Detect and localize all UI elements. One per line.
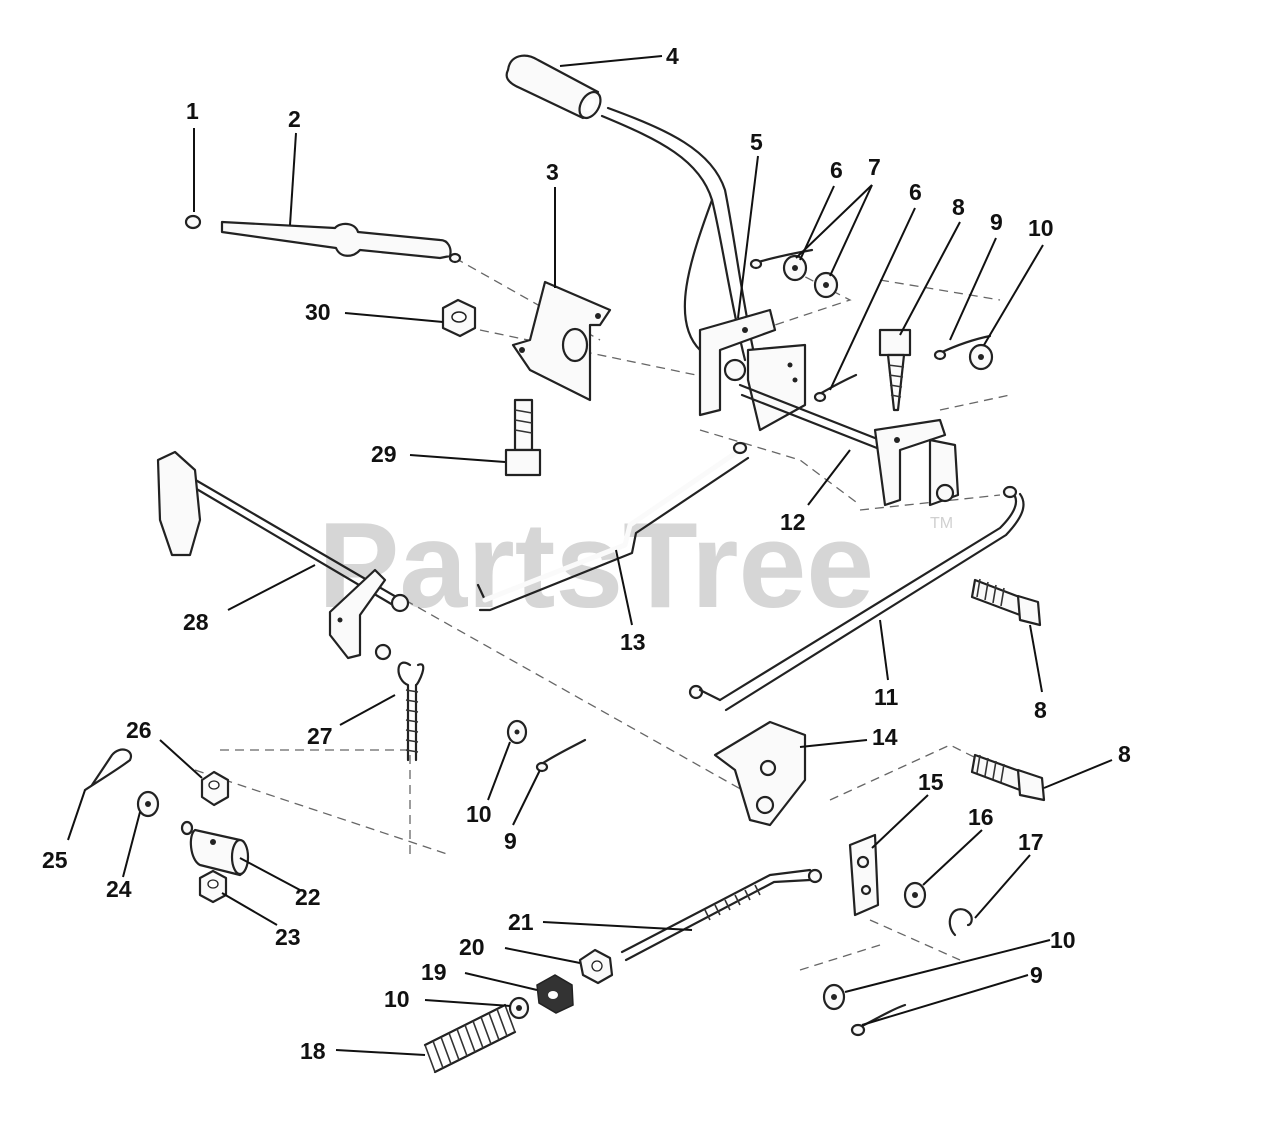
callout-14: 14	[872, 724, 898, 750]
callout-7: 7	[868, 154, 881, 180]
callout-8c: 8	[1118, 741, 1131, 767]
callout-4: 4	[666, 43, 679, 69]
callout-11: 11	[874, 684, 899, 710]
nut-19	[536, 974, 574, 1014]
retaining-clip	[948, 908, 973, 937]
lift-handle	[600, 106, 757, 362]
threaded-rod	[620, 868, 823, 962]
callout-10d: 10	[1050, 927, 1076, 953]
lift-shaft-assembly	[698, 308, 960, 507]
callout-27: 27	[307, 723, 333, 749]
link-rod	[220, 220, 462, 264]
compression-spring	[423, 1003, 517, 1074]
callout-12: 12	[780, 509, 806, 535]
washers-top	[749, 248, 994, 403]
eye-bolt	[374, 643, 425, 762]
callout-10b: 10	[466, 801, 492, 827]
hex-bolt-mid	[970, 578, 1042, 627]
callout-26: 26	[126, 717, 152, 743]
watermark-trademark: TM	[930, 515, 953, 532]
callout-18: 18	[300, 1038, 326, 1064]
callout-13: 13	[620, 629, 646, 655]
callout-16: 16	[968, 804, 994, 830]
callout-9c: 9	[1030, 962, 1043, 988]
nut-26	[200, 770, 230, 807]
leader-lines	[67, 55, 1113, 1056]
callout-23: 23	[275, 924, 301, 950]
hex-bolt-top	[878, 328, 912, 412]
handle-grip	[505, 54, 602, 120]
pivot-bracket	[713, 720, 807, 827]
nut-23	[198, 869, 228, 904]
callout-28: 28	[183, 609, 209, 635]
watermark-text: PartsTree	[318, 497, 874, 633]
callout-29: 29	[371, 441, 397, 467]
pin-small	[184, 214, 202, 230]
long-rod	[688, 485, 1025, 712]
mount-bracket	[511, 280, 612, 402]
callout-labels: 1 2 3 4 5 6 7 6 8 9 10 30 29 28 13 12 11…	[42, 43, 1131, 1064]
assembly-guide-lines	[194, 257, 1011, 971]
cross-shaft	[156, 450, 410, 660]
callout-20: 20	[459, 934, 485, 960]
callout-2: 2	[288, 106, 301, 132]
shoulder-bolt	[504, 398, 542, 477]
hairpin-clip	[83, 748, 133, 792]
flat-washer	[903, 881, 927, 909]
washer-pin-mid	[506, 719, 587, 773]
callout-9a: 9	[990, 209, 1003, 235]
callout-22: 22	[295, 884, 321, 910]
callout-21: 21	[508, 909, 534, 935]
callout-8b: 8	[1034, 697, 1047, 723]
callout-8a: 8	[952, 194, 965, 220]
callout-10a: 10	[1028, 215, 1054, 241]
adjuster-block	[180, 820, 250, 877]
callout-9b: 9	[504, 828, 517, 854]
washer-24	[136, 790, 160, 818]
callout-1: 1	[186, 98, 199, 124]
hex-bolt-lower	[970, 753, 1046, 802]
callout-30: 30	[305, 299, 331, 325]
callout-17: 17	[1018, 829, 1044, 855]
callout-25: 25	[42, 847, 68, 873]
link-plate	[848, 833, 880, 917]
callout-3: 3	[546, 159, 559, 185]
lift-link	[476, 441, 750, 612]
callout-6a: 6	[830, 157, 843, 183]
callout-10c: 10	[384, 986, 410, 1012]
callout-6b: 6	[909, 179, 922, 205]
washer-pin-lower	[822, 983, 907, 1037]
callout-24: 24	[106, 876, 132, 902]
nut-20	[578, 948, 614, 985]
callout-15: 15	[918, 769, 944, 795]
callout-5: 5	[750, 129, 763, 155]
callout-19: 19	[421, 959, 447, 985]
hex-nut	[441, 298, 477, 338]
